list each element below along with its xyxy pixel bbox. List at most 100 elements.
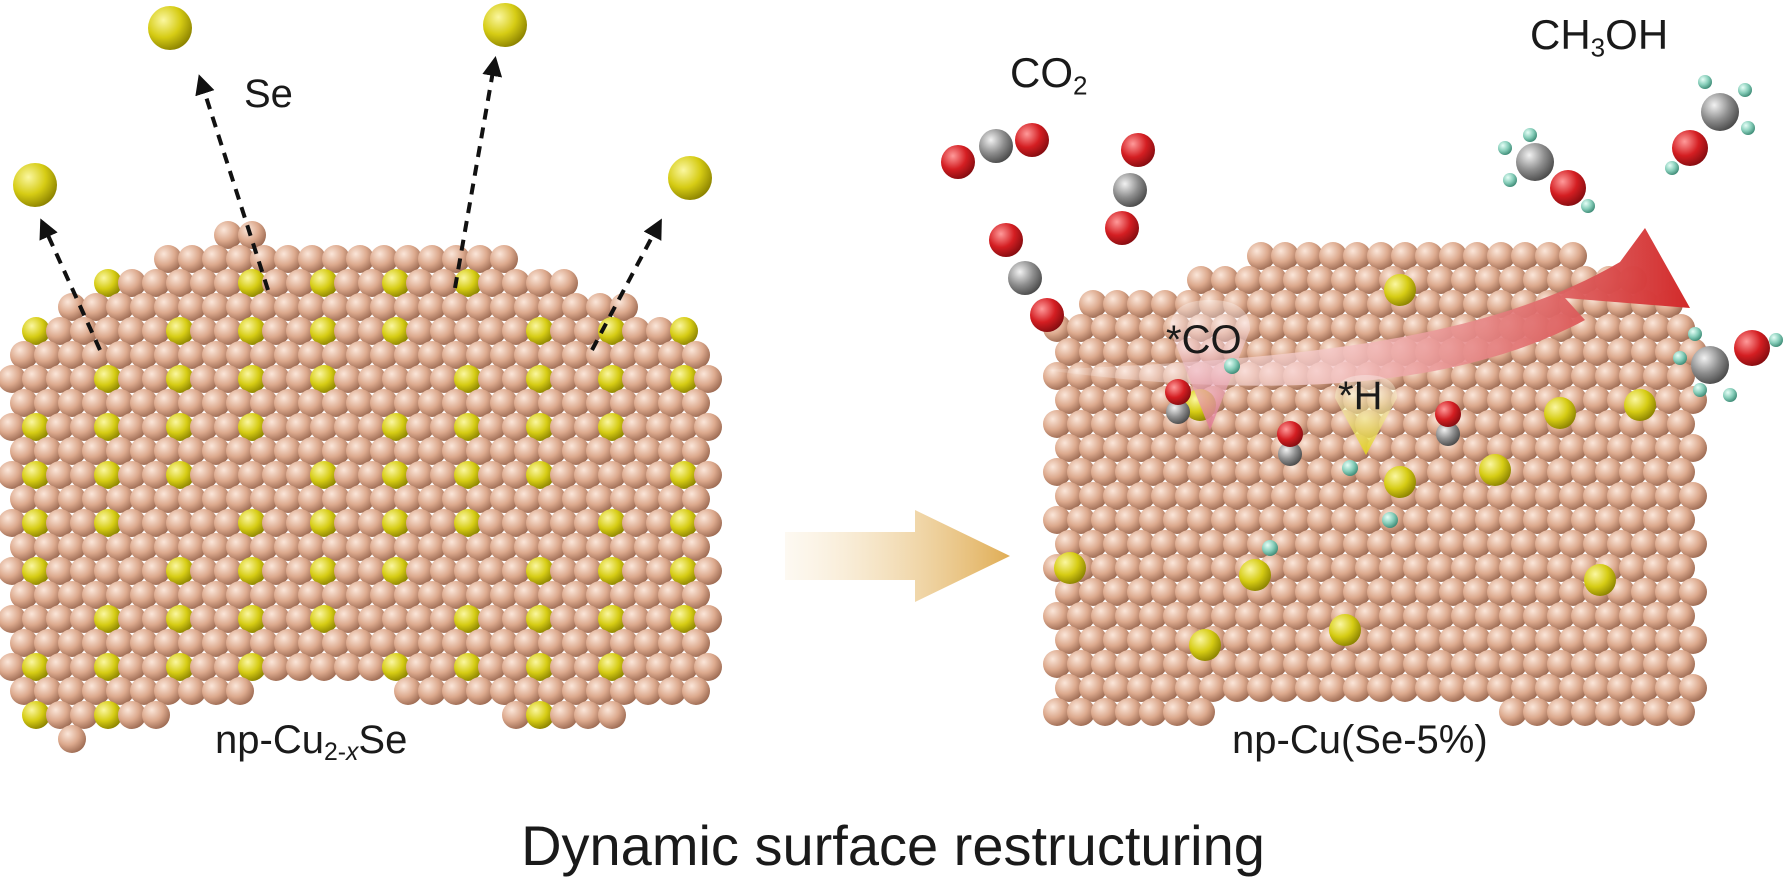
cu-atom <box>34 485 62 513</box>
cu-atom <box>202 389 230 417</box>
cu-atom <box>1559 434 1587 462</box>
hydrogen-atom <box>1342 460 1358 476</box>
cu-atom <box>58 485 86 513</box>
cu-atom <box>394 245 422 273</box>
cu-atom <box>406 413 434 441</box>
se-atom <box>454 269 482 297</box>
cu-atom <box>1655 482 1683 510</box>
cu-atom <box>1499 362 1527 390</box>
cu-atom <box>394 389 422 417</box>
cu-atom <box>358 653 386 681</box>
cu-atom <box>1679 674 1707 702</box>
cu-atom <box>118 365 146 393</box>
se-atom <box>526 701 554 729</box>
cu-atom <box>1607 626 1635 654</box>
cu-atom <box>1235 506 1263 534</box>
cu-atom <box>1247 626 1275 654</box>
se-atom <box>94 365 122 393</box>
cu-atom <box>1163 698 1191 726</box>
cu-atom <box>394 341 422 369</box>
cu-atom <box>1679 434 1707 462</box>
cu-atom <box>442 389 470 417</box>
cu-atom <box>1307 410 1335 438</box>
cu-atom <box>1391 242 1419 270</box>
cu-atom <box>658 677 686 705</box>
cu-atom <box>1199 482 1227 510</box>
cu-atom <box>70 365 98 393</box>
cu-atom <box>1091 458 1119 486</box>
cu-atom <box>1283 314 1311 342</box>
ch3oh-label: CH3OH <box>1530 11 1669 63</box>
cu-atom <box>226 389 254 417</box>
cu-atom <box>1595 362 1623 390</box>
cu-atom <box>1439 626 1467 654</box>
cu-atom <box>1655 674 1683 702</box>
se-atom <box>94 509 122 537</box>
cu-atom <box>1211 410 1239 438</box>
cu-atom <box>1523 602 1551 630</box>
cu-atom <box>334 605 362 633</box>
oxygen-atom <box>1165 379 1191 405</box>
cu-atom <box>1475 554 1503 582</box>
cu-atom <box>286 269 314 297</box>
cu-atom <box>586 581 614 609</box>
cu-atom <box>406 269 434 297</box>
cu-atom <box>154 677 182 705</box>
cu-atom <box>58 581 86 609</box>
se-atom <box>598 605 626 633</box>
cu-atom <box>358 365 386 393</box>
cu-atom <box>514 677 542 705</box>
cu-atom <box>1211 506 1239 534</box>
carbon-atom <box>1516 143 1554 181</box>
cu-atom <box>0 605 26 633</box>
cu-atom <box>1295 530 1323 558</box>
cu-atom <box>1091 650 1119 678</box>
figure-title: Dynamic surface restructuring <box>521 814 1265 877</box>
cu-atom <box>1655 386 1683 414</box>
cu-atom <box>502 605 530 633</box>
cu-atom <box>1067 314 1095 342</box>
cu-atom <box>1187 602 1215 630</box>
cu-atom <box>394 533 422 561</box>
cu-atom <box>490 629 518 657</box>
cu-atom <box>1487 386 1515 414</box>
cu-atom <box>118 557 146 585</box>
cu-atom <box>1619 458 1647 486</box>
cu-atom <box>274 437 302 465</box>
cu-atom <box>1511 482 1539 510</box>
cu-atom <box>466 629 494 657</box>
cu-atom <box>130 581 158 609</box>
cu-atom <box>1535 578 1563 606</box>
cu-atom <box>478 557 506 585</box>
cu-atom <box>94 317 122 345</box>
se-atom <box>598 509 626 537</box>
cu-atom <box>1499 554 1527 582</box>
cu-atom <box>154 533 182 561</box>
hydrogen-atom <box>1382 512 1398 528</box>
cu-atom <box>0 413 26 441</box>
cu-atom <box>106 485 134 513</box>
cu-atom <box>490 581 518 609</box>
se-atom <box>382 317 410 345</box>
cu-atom <box>502 317 530 345</box>
cu-atom <box>1655 578 1683 606</box>
cu-atom <box>670 413 698 441</box>
cu-atom <box>58 341 86 369</box>
cu-atom <box>550 605 578 633</box>
cu-atom <box>250 437 278 465</box>
cu-atom <box>1475 410 1503 438</box>
cu-atom <box>1475 506 1503 534</box>
cu-atom <box>1583 434 1611 462</box>
cu-atom <box>226 293 254 321</box>
cu-atom <box>1475 362 1503 390</box>
se-atom <box>1189 629 1221 661</box>
cu-atom <box>1091 554 1119 582</box>
cu-atom <box>1079 530 1107 558</box>
cu-atom <box>1487 626 1515 654</box>
cu-atom <box>46 317 74 345</box>
cu-atom <box>1643 698 1671 726</box>
cu-atom <box>322 533 350 561</box>
cu-atom <box>1511 626 1539 654</box>
cu-atom <box>190 605 218 633</box>
cu-atom <box>1079 482 1107 510</box>
